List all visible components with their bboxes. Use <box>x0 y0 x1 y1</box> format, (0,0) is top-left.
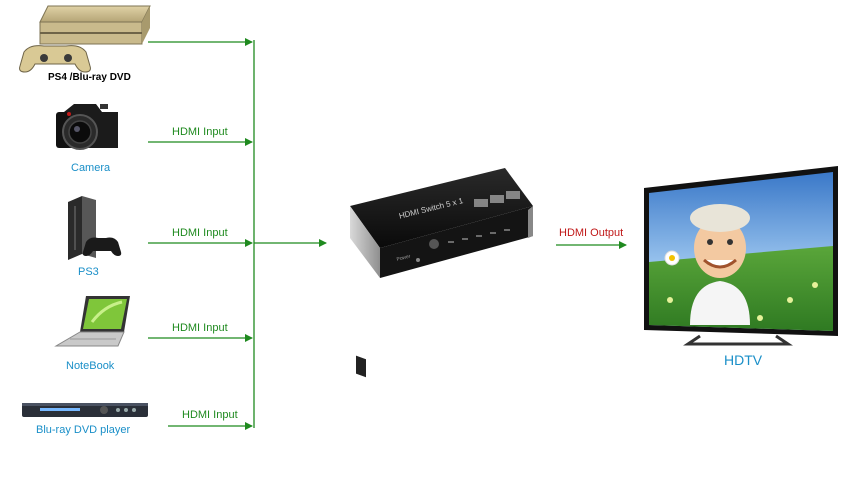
device-label-bluray: Blu-ray DVD player <box>36 424 131 436</box>
input-lines <box>148 38 627 430</box>
output-label: HDMI Output <box>559 227 624 239</box>
device-label-ps3: PS3 <box>78 266 99 278</box>
ps3-icon <box>68 196 122 260</box>
device-label-ps4: PS4 /Blu-ray DVD <box>48 72 131 83</box>
device-label-camera: Camera <box>71 162 111 174</box>
input-label-ps3: HDMI Input <box>172 227 228 239</box>
input-label-bluray: HDMI Input <box>182 409 238 421</box>
device-label-notebook: NoteBook <box>66 360 115 372</box>
camera-icon <box>56 104 118 150</box>
hdtv-icon <box>644 166 838 346</box>
ps4-icon <box>19 5 151 73</box>
notebook-icon <box>54 296 130 347</box>
hdtv-label: HDTV <box>724 352 763 368</box>
input-label-camera: HDMI Input <box>172 126 228 138</box>
hdmi-switch-icon <box>350 168 533 378</box>
bluray-player-icon <box>22 403 148 417</box>
input-label-notebook: HDMI Input <box>172 322 228 334</box>
